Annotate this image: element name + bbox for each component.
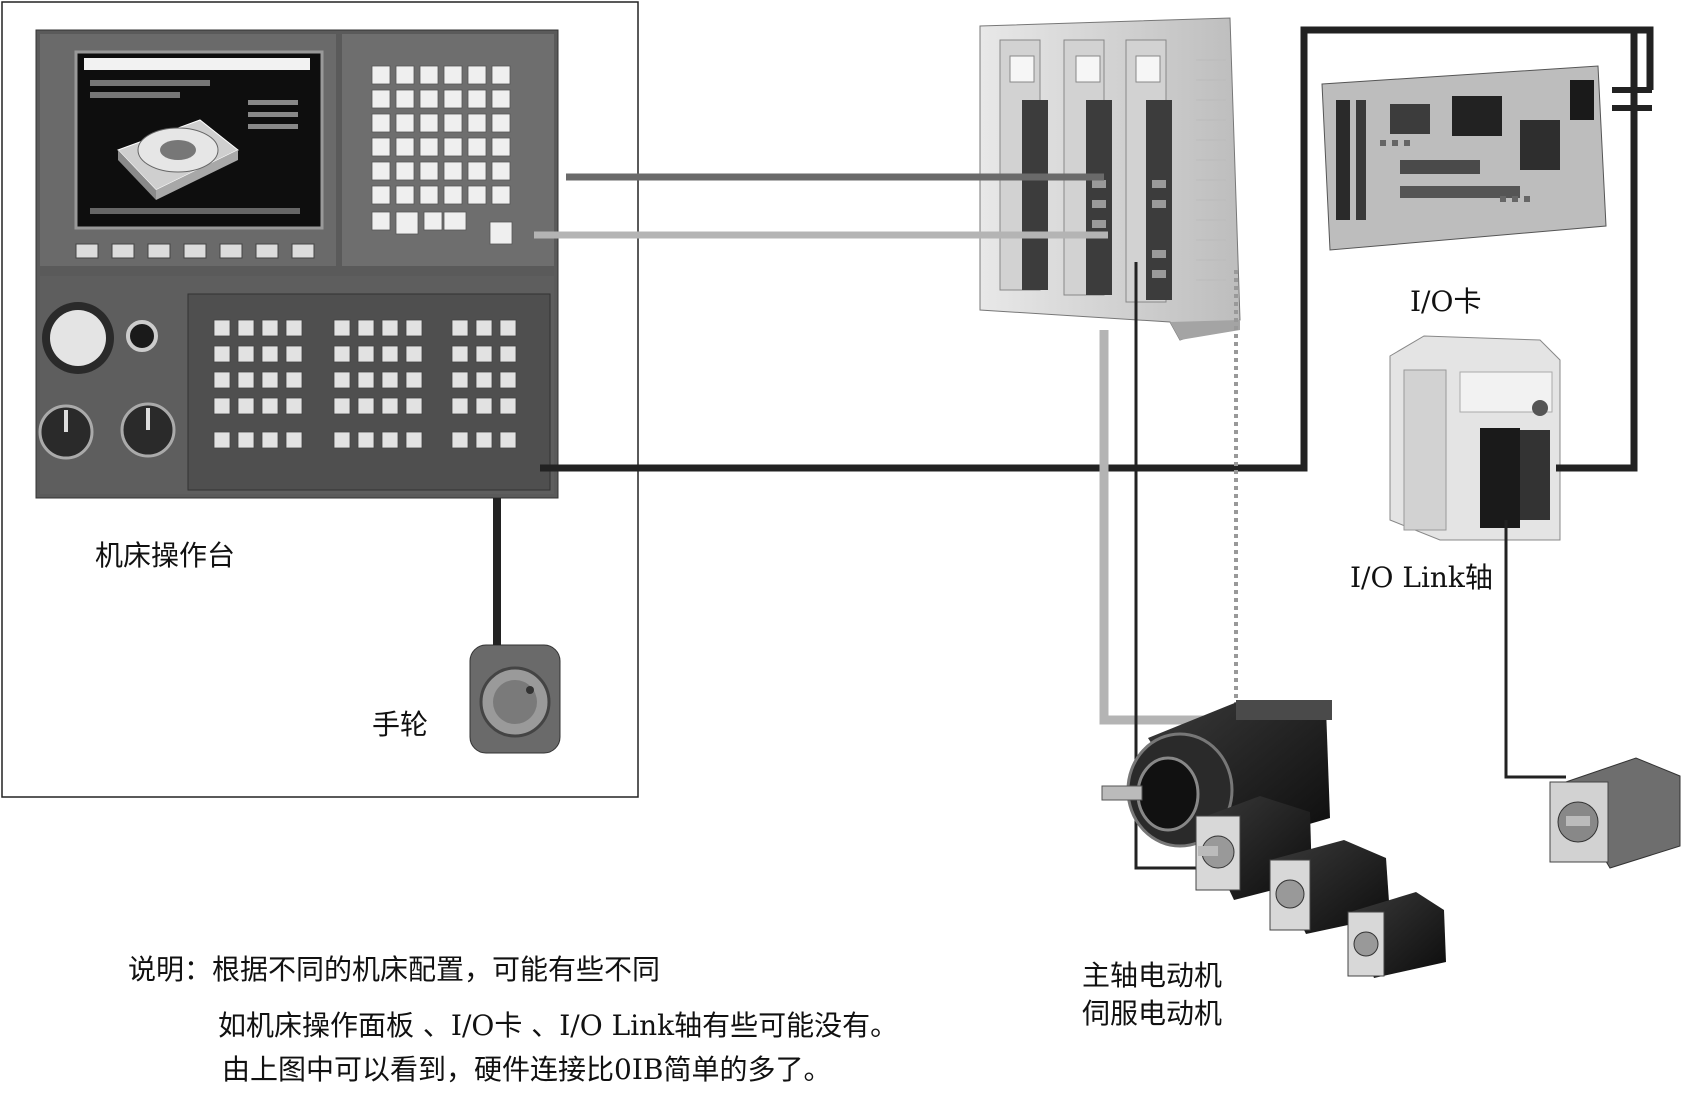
mdi-keypad: [371, 65, 513, 245]
io-card-label: I/O卡: [1410, 285, 1482, 318]
note-line1: 说明：根据不同的机床配置，可能有些不同: [128, 953, 661, 986]
soft-keys: [75, 243, 315, 259]
note-line3: 由上图中可以看到，硬件连接比0IB简单的多了。: [222, 1053, 832, 1086]
motors-label-line1: 主轴电动机: [1082, 959, 1223, 992]
io-link-cable: [540, 26, 1654, 472]
console-frame: [1, 1, 639, 798]
io-card-board: [1321, 65, 1607, 251]
io-link-axis-cable: [1504, 520, 1566, 779]
cnc-control-panel: [35, 29, 559, 499]
note-line2: 如机床操作面板 、I/O卡 、I/O Link轴有些可能没有。: [218, 1009, 899, 1042]
handwheel-device: [469, 644, 561, 754]
emergency-stop-button: [42, 302, 114, 374]
handwheel-label: 手轮: [372, 708, 429, 741]
workpiece-3d-graphic: [117, 119, 239, 200]
servo-amplifier-unit: [979, 17, 1241, 341]
override-knobs: [38, 402, 176, 460]
key-switch: [126, 320, 158, 352]
io-link-axis-motor: [1549, 757, 1681, 869]
spindle-power-cable: [1099, 330, 1268, 725]
io-link-unit: [1389, 335, 1561, 541]
servo-motor-3: [1347, 892, 1446, 978]
motors-label-line2: 伺服电动机: [1082, 997, 1223, 1030]
operator-keys: [213, 319, 517, 449]
io-link-label: I/O Link轴: [1350, 561, 1493, 594]
console-label: 机床操作台: [95, 539, 236, 572]
